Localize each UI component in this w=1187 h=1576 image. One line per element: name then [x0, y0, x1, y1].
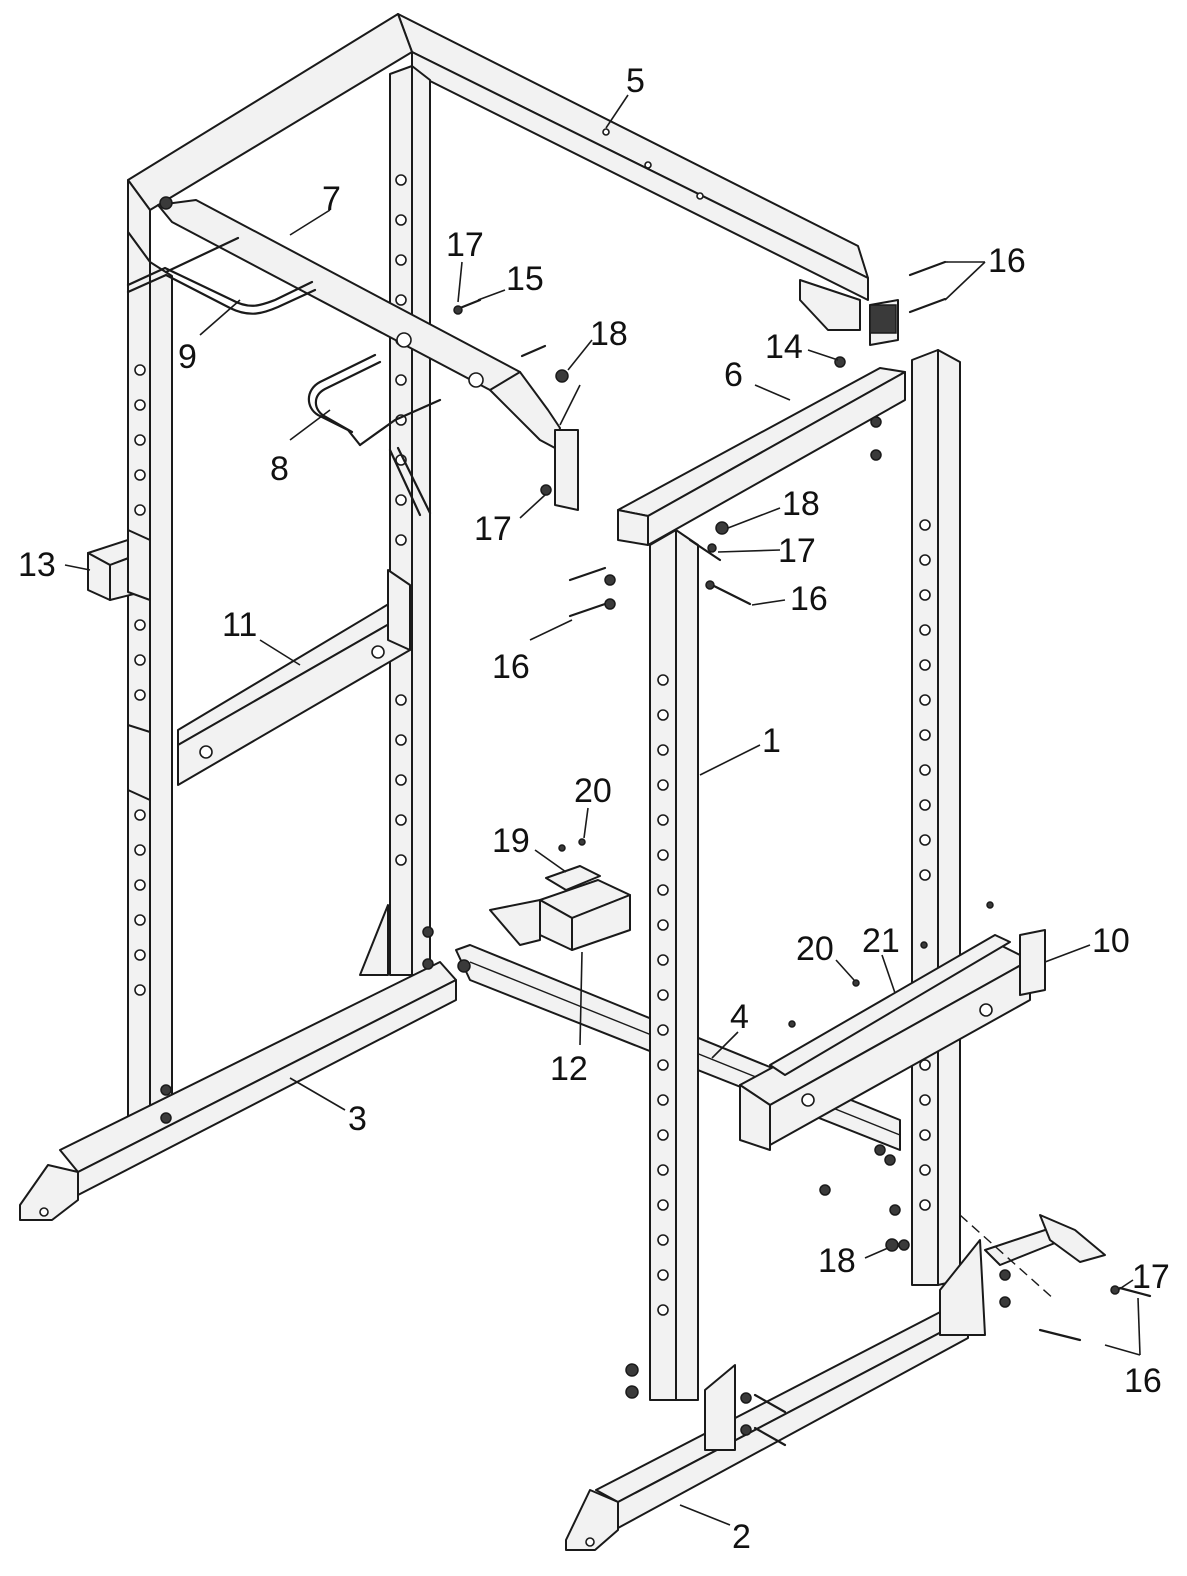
callout-10: 10 — [1092, 922, 1130, 960]
callout-21: 21 — [862, 922, 900, 960]
part-12-attachment — [489, 879, 631, 951]
callout-17-mid: 17 — [778, 532, 816, 570]
hardware-bolts — [453, 260, 1152, 1447]
rear-left-upright — [389, 65, 431, 976]
part-2-right-base — [565, 1239, 986, 1551]
front-right-upright-holes — [657, 674, 669, 1316]
callout-18-mid: 18 — [782, 485, 820, 523]
callout-5: 5 — [626, 62, 645, 100]
part-21-plate — [769, 934, 1011, 1076]
callout-20-left: 20 — [574, 772, 612, 810]
rear-right-upright-holes — [919, 519, 931, 1211]
callout-13: 13 — [18, 546, 56, 584]
callout-17-bottom: 17 — [1132, 1258, 1170, 1296]
callout-16-bottom: 16 — [1124, 1362, 1162, 1400]
callout-19: 19 — [492, 822, 530, 860]
callout-2: 2 — [732, 1518, 751, 1556]
callout-16-mid-right: 16 — [790, 580, 828, 618]
part-8-handle — [307, 353, 442, 517]
part-13-j-hook — [87, 529, 151, 601]
callout-11: 11 — [222, 606, 257, 644]
front-left-upright-holes — [134, 364, 146, 996]
callout-7: 7 — [322, 180, 341, 218]
part-1-front-right-upright — [649, 529, 699, 1401]
part-7-pullup-bar — [157, 196, 579, 511]
top-left-side-bar — [127, 13, 413, 263]
callout-16-mid-left: 16 — [492, 648, 530, 686]
callout-17-left: 17 — [474, 510, 512, 548]
callout-3: 3 — [348, 1100, 367, 1138]
part-11-crossmember — [127, 569, 411, 801]
callout-1: 1 — [762, 722, 781, 760]
part-3-left-base — [19, 904, 457, 1221]
leader-lines — [64, 94, 1141, 1526]
rear-right-upright — [911, 349, 961, 1286]
part-10-safety-arm — [739, 929, 1046, 1151]
rear-right-base-extension — [959, 1214, 1106, 1301]
callout-labels: 5 7 17 15 16 9 18 14 6 8 17 18 17 13 11 … — [18, 62, 1170, 1556]
callout-20-right: 20 — [796, 930, 834, 968]
part-19-bracket — [545, 865, 601, 891]
callout-18-top: 18 — [590, 315, 628, 353]
callout-6: 6 — [724, 356, 743, 394]
callout-16-top-right: 16 — [988, 242, 1026, 280]
callout-14: 14 — [765, 328, 803, 366]
callout-9: 9 — [178, 338, 197, 376]
callout-15: 15 — [506, 260, 544, 298]
callout-17-top: 17 — [446, 226, 484, 264]
callout-8: 8 — [270, 450, 289, 488]
callout-18-bottom: 18 — [818, 1242, 856, 1280]
part-6-right-top-bar — [617, 367, 906, 546]
callout-4: 4 — [730, 998, 749, 1036]
front-left-upright — [127, 231, 173, 1131]
callout-12: 12 — [550, 1050, 588, 1088]
